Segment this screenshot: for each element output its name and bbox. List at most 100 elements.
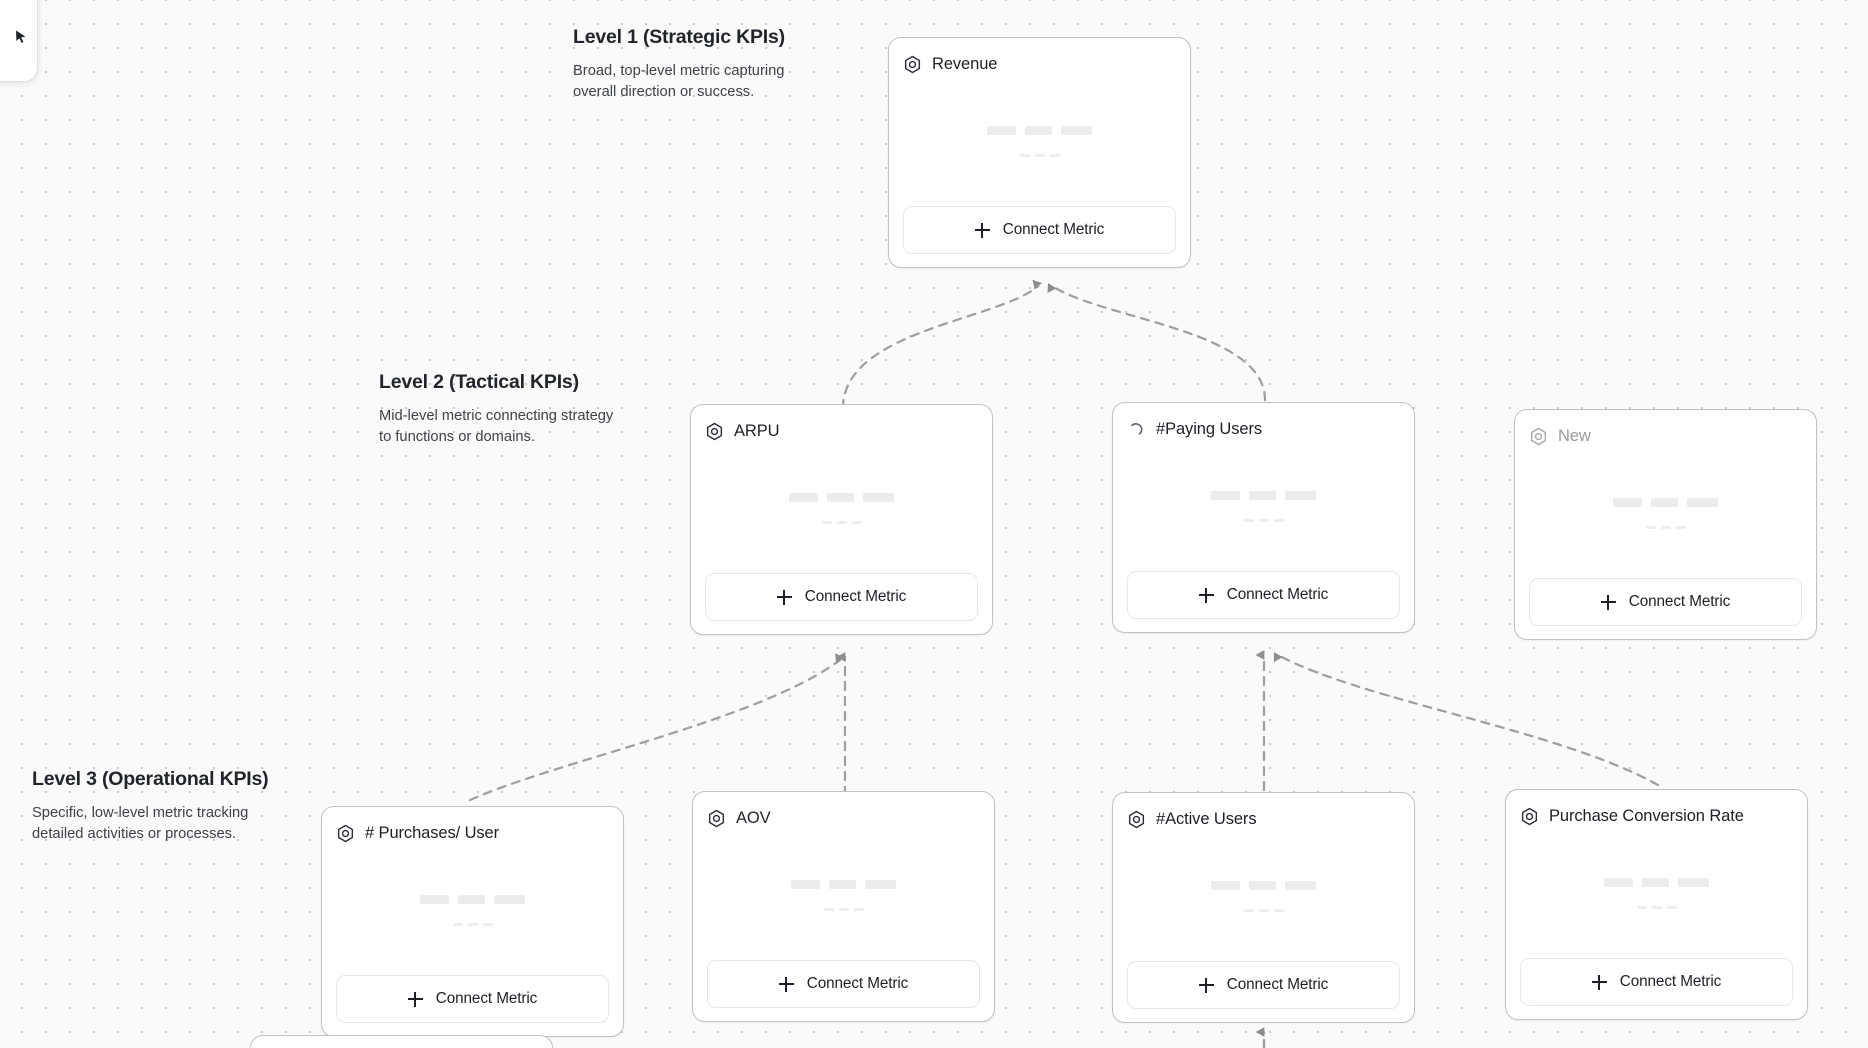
- floating-corner-panel[interactable]: [0, 0, 38, 82]
- skeleton-bar: [1273, 518, 1284, 522]
- card-header: #Paying Users: [1127, 417, 1400, 441]
- skeleton-bar: [865, 879, 896, 889]
- edge-purchases-arpu: [468, 653, 845, 802]
- skeleton-bar: [987, 125, 1016, 135]
- skeleton-bar: [1613, 497, 1642, 507]
- hexagon-metric-icon: [903, 55, 922, 74]
- cursor-pointer-icon: [13, 29, 29, 45]
- skeleton-bar: [1211, 880, 1240, 890]
- metric-card-purchase-conversion-rate[interactable]: Purchase Conversion Rate Connect Metric: [1505, 789, 1808, 1020]
- skeleton-bar: [1249, 490, 1276, 500]
- skeleton-row-secondary: [1243, 908, 1284, 912]
- plus-icon: [778, 976, 794, 992]
- level-2-description: Mid-level metric connecting strategy to …: [379, 408, 614, 445]
- plus-icon: [1600, 594, 1616, 610]
- hexagon-metric-icon: [1529, 427, 1548, 446]
- connect-metric-button[interactable]: Connect Metric: [1529, 578, 1802, 626]
- metric-card-purchases-per-user[interactable]: # Purchases/ User Connect Metric: [321, 806, 624, 1037]
- metric-card-active-users[interactable]: #Active Users Connect Metric: [1112, 792, 1415, 1023]
- skeleton-bar: [1243, 908, 1254, 912]
- skeleton-bar: [851, 520, 862, 524]
- connect-metric-button[interactable]: Connect Metric: [1520, 958, 1793, 1006]
- connect-metric-button[interactable]: Connect Metric: [336, 975, 609, 1023]
- skeleton-bar: [1258, 908, 1269, 912]
- plus-icon: [1198, 587, 1214, 603]
- plus-icon: [407, 991, 423, 1007]
- card-skeleton-body: [1529, 448, 1802, 578]
- card-skeleton-body: [903, 76, 1176, 206]
- connect-metric-label: Connect Metric: [1226, 586, 1329, 603]
- skeleton-bar: [1249, 880, 1276, 890]
- skeleton-bar: [1678, 877, 1709, 887]
- skeleton-bar: [1675, 525, 1686, 529]
- skeleton-bar: [1687, 497, 1718, 507]
- metric-card-revenue[interactable]: Revenue Connect Metric: [888, 37, 1191, 268]
- plus-icon: [974, 222, 990, 238]
- plus-icon: [776, 589, 792, 605]
- connect-metric-button[interactable]: Connect Metric: [903, 206, 1176, 254]
- metric-card-arpu[interactable]: ARPU Connect Metric: [690, 404, 993, 635]
- connect-metric-button[interactable]: Connect Metric: [1127, 571, 1400, 619]
- skeleton-bar: [1034, 153, 1045, 157]
- edge-paying-users-revenue: [1047, 283, 1267, 402]
- hexagon-metric-icon: [1520, 807, 1539, 826]
- skeleton-bar: [1061, 125, 1092, 135]
- skeleton-bar: [853, 907, 864, 911]
- hexagon-metric-icon: [707, 809, 726, 828]
- skeleton-row-secondary: [1645, 525, 1686, 529]
- skeleton-bar: [1636, 905, 1647, 909]
- skeleton-bar: [494, 894, 525, 904]
- card-title: New: [1558, 426, 1591, 445]
- card-title: Revenue: [932, 54, 998, 73]
- metric-card-clipped-bottom[interactable]: [250, 1035, 553, 1048]
- skeleton-bar: [1645, 525, 1656, 529]
- edge-conversion-paying-users: [1273, 652, 1660, 787]
- card-title: AOV: [736, 808, 771, 827]
- level-1-description: Broad, top-level metric capturing overal…: [573, 63, 785, 100]
- level-2-label-group: Level 2 (Tactical KPIs) Mid-level metric…: [379, 371, 629, 448]
- hexagon-metric-icon: [705, 422, 724, 441]
- skeleton-row-primary: [1604, 877, 1709, 887]
- connect-metric-button[interactable]: Connect Metric: [707, 960, 980, 1008]
- connect-metric-button[interactable]: Connect Metric: [705, 573, 978, 621]
- skeleton-bar: [821, 520, 832, 524]
- card-title: # Purchases/ User: [365, 823, 500, 842]
- connect-metric-label: Connect Metric: [1226, 976, 1329, 993]
- skeleton-bar: [789, 492, 818, 502]
- skeleton-bar: [1642, 877, 1669, 887]
- skeleton-bar: [1666, 905, 1677, 909]
- card-skeleton-body: [707, 830, 980, 960]
- connect-metric-label: Connect Metric: [435, 990, 538, 1007]
- card-skeleton-body: [336, 845, 609, 975]
- card-skeleton-body: [1127, 831, 1400, 961]
- skeleton-bar: [823, 907, 834, 911]
- card-header: AOV: [707, 806, 980, 830]
- skeleton-bar: [1604, 877, 1633, 887]
- skeleton-row-primary: [1211, 880, 1316, 890]
- skeleton-bar: [452, 922, 463, 926]
- level-2-title: Level 2 (Tactical KPIs): [379, 371, 579, 393]
- skeleton-row-secondary: [452, 922, 493, 926]
- skeleton-bar: [1049, 153, 1060, 157]
- skeleton-bar: [838, 907, 849, 911]
- card-title: Purchase Conversion Rate: [1549, 806, 1744, 825]
- card-skeleton-body: [1520, 828, 1793, 958]
- level-3-label-group: Level 3 (Operational KPIs) Specific, low…: [32, 768, 282, 845]
- metric-card-paying-users[interactable]: #Paying Users Connect Metric: [1112, 402, 1415, 633]
- skeleton-row-primary: [1211, 490, 1316, 500]
- skeleton-bar: [1273, 908, 1284, 912]
- skeleton-row-secondary: [1636, 905, 1677, 909]
- card-title: #Paying Users: [1156, 419, 1262, 438]
- skeleton-bar: [467, 922, 478, 926]
- skeleton-row-secondary: [823, 907, 864, 911]
- metric-card-new[interactable]: New Connect Metric: [1514, 409, 1817, 640]
- card-header: New: [1529, 424, 1802, 448]
- skeleton-bar: [1025, 125, 1052, 135]
- skeleton-bar: [1285, 880, 1316, 890]
- connect-metric-button[interactable]: Connect Metric: [1127, 961, 1400, 1009]
- metric-card-aov[interactable]: AOV Connect Metric: [692, 791, 995, 1022]
- skeleton-bar: [458, 894, 485, 904]
- card-title: ARPU: [734, 421, 780, 440]
- card-skeleton-body: [705, 443, 978, 573]
